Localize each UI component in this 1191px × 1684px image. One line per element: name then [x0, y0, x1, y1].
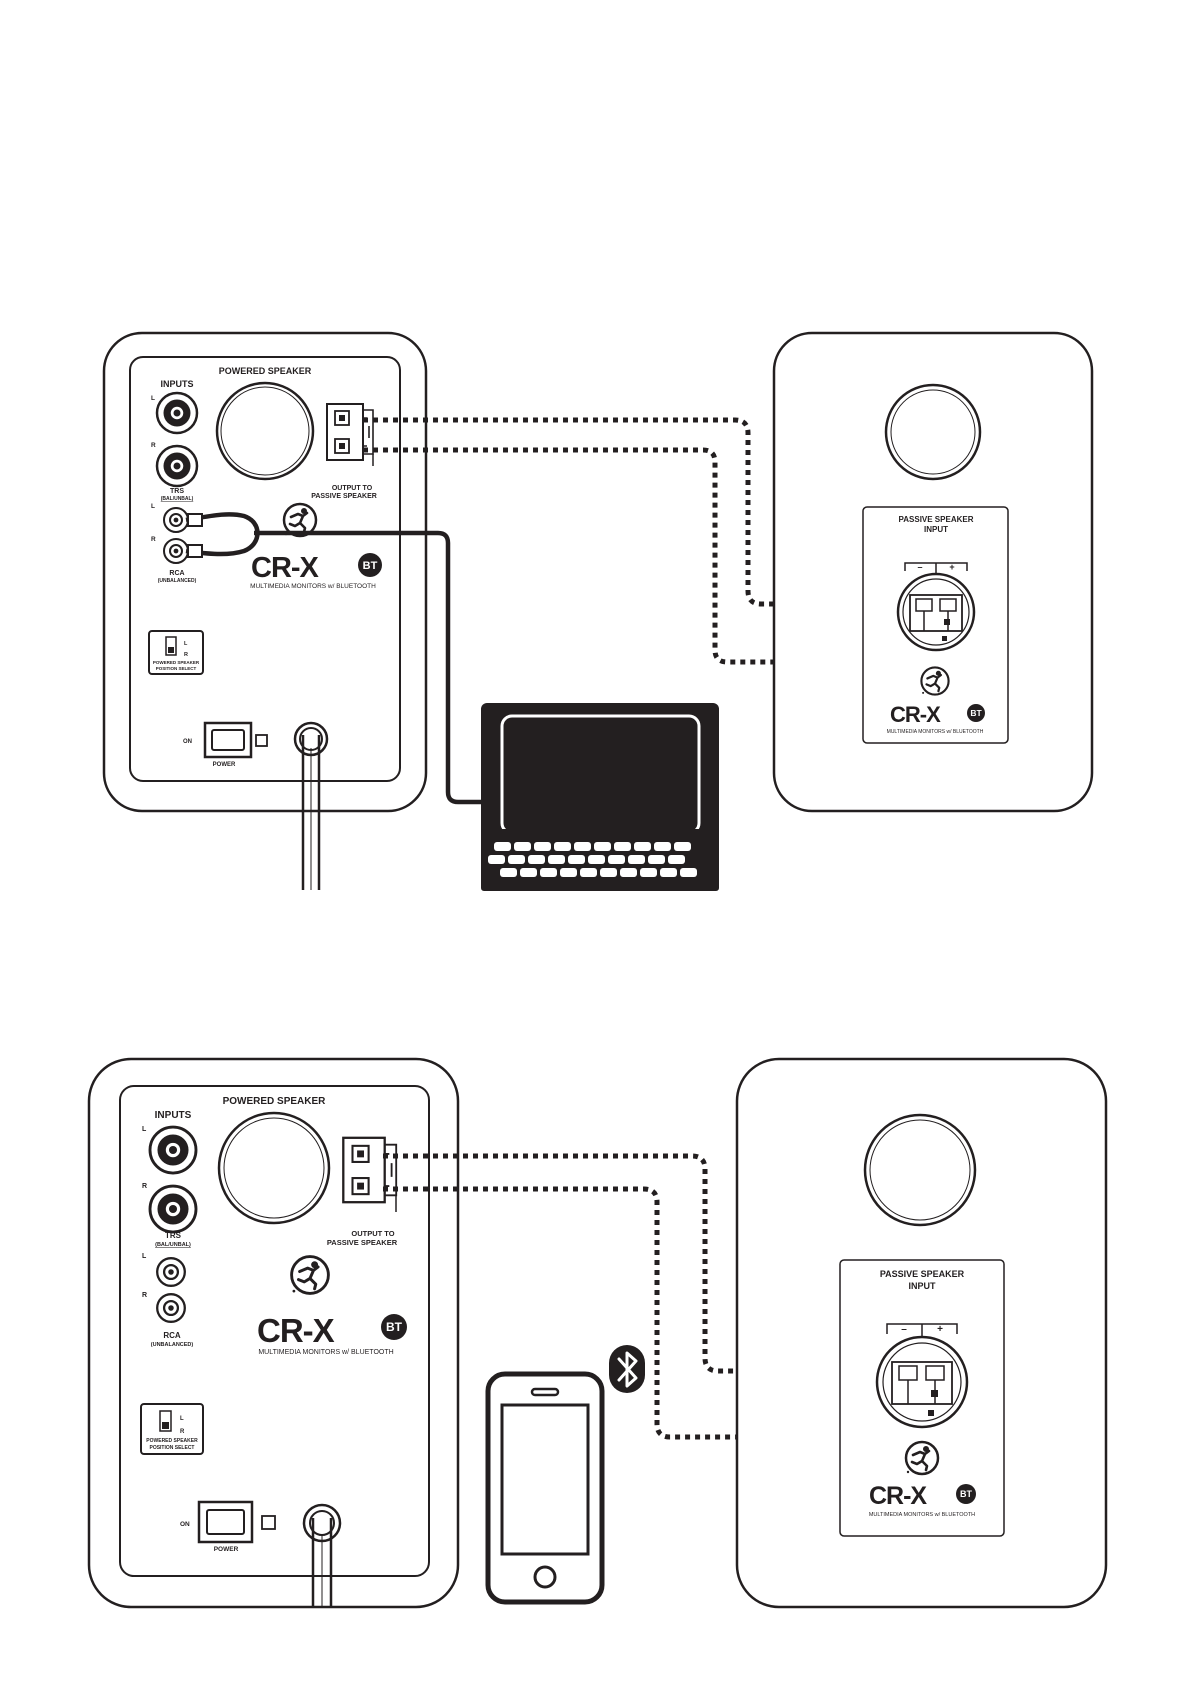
rca-left-label-2: L	[142, 1253, 147, 1260]
brand-tagline: MULTIMEDIA MONITORS w/ BLUETOOTH	[250, 583, 376, 590]
position-l-label: L	[184, 641, 188, 647]
passive-input-label-1: PASSIVE SPEAKER	[899, 515, 974, 524]
brand-tagline-2: MULTIMEDIA MONITORS w/ BLUETOOTH	[258, 1349, 393, 1356]
passive-input-label-2-2: INPUT	[909, 1281, 937, 1291]
passive-brand-name-2: CR-X	[869, 1482, 927, 1510]
on-label: ON	[183, 739, 192, 745]
brand-name: CR-X	[251, 552, 320, 584]
position-r-label: R	[184, 652, 188, 658]
rca-right-label: R	[151, 536, 156, 543]
output-label-1: OUTPUT TO	[332, 485, 373, 492]
powered-speaker-1: POWERED SPEAKER INPUTS L R TRS (BAL/UNBA…	[102, 331, 428, 890]
position-label-1: POWERED SPEAKER	[153, 660, 200, 665]
trs-sub-label-2: (BAL/UNBAL)	[155, 1242, 191, 1248]
rca-sub-label-2: (UNBALANCED)	[151, 1342, 194, 1348]
power-label-2: POWER	[214, 1546, 239, 1553]
powered-speaker-title: POWERED SPEAKER	[219, 366, 312, 376]
rca-sub-label: (UNBALANCED)	[158, 578, 197, 584]
power-cord-2	[302, 1503, 342, 1608]
bluetooth-icon	[609, 1345, 645, 1393]
rca-label: RCA	[169, 570, 184, 577]
rca-left-label: L	[151, 503, 155, 510]
passive-input-label-2: INPUT	[924, 525, 948, 534]
rca-label-2: RCA	[163, 1331, 181, 1340]
power-switch-2: ON POWER	[180, 1500, 276, 1553]
passive-plus-label: +	[949, 562, 954, 572]
output-label-1-2: OUTPUT TO	[351, 1229, 394, 1238]
brand-name-2: CR-X	[257, 1312, 335, 1349]
passive-plus-label-2: +	[937, 1324, 943, 1335]
trs-right-label-2: R	[142, 1183, 147, 1190]
position-label-1-2: POWERED SPEAKER	[146, 1438, 198, 1444]
passive-mackie-logo-icon-2	[904, 1440, 940, 1476]
passive-minus-label-2: –	[901, 1324, 907, 1335]
brand-badge: BT	[363, 560, 378, 572]
passive-brand-tagline: MULTIMEDIA MONITORS w/ BLUETOOTH	[887, 729, 984, 735]
speaker-wire-minus	[363, 417, 911, 607]
power-switch: ON POWER	[183, 721, 268, 768]
brand-lockup-2: CR-X BT MULTIMEDIA MONITORS w/ BLUETOOTH	[257, 1312, 407, 1356]
trs-sub-label: (BAL/UNBAL)	[161, 496, 194, 502]
speaker-wire-plus	[363, 447, 930, 665]
position-label-2-2: POSITION SELECT	[149, 1445, 194, 1451]
rca-cable	[185, 512, 482, 805]
rca-right-jack-2	[156, 1293, 186, 1323]
trs-right-label: R	[151, 442, 156, 449]
on-label-2: ON	[180, 1521, 190, 1528]
woofer-2	[217, 1111, 331, 1225]
output-label-2: PASSIVE SPEAKER	[311, 493, 377, 500]
passive-brand-lockup: CR-X BT MULTIMEDIA MONITORS w/ BLUETOOTH	[887, 702, 985, 735]
scene-wired-laptop: POWERED SPEAKER INPUTS L R TRS (BAL/UNBA…	[102, 331, 1094, 891]
position-select-switch: L R POWERED SPEAKER POSITION SELECT	[148, 630, 204, 675]
passive-woofer-2	[863, 1113, 977, 1227]
trs-left-jack	[155, 391, 199, 435]
powered-speaker-title-2: POWERED SPEAKER	[223, 1096, 327, 1107]
rca-left-jack-2	[156, 1257, 186, 1287]
rca-left-jack	[163, 507, 189, 533]
powered-speaker-2: POWERED SPEAKER INPUTS L R TRS (BAL/UNBA…	[87, 1057, 460, 1609]
rca-right-label-2: R	[142, 1292, 147, 1299]
position-select-switch-2: L R POWERED SPEAKER POSITION SELECT	[140, 1403, 204, 1455]
passive-speaker-2: PASSIVE SPEAKER INPUT – + CR-X BT MULTIM…	[735, 1057, 1108, 1609]
passive-brand-badge: BT	[970, 708, 982, 718]
trs-label-2: TRS	[165, 1231, 182, 1240]
power-cord	[293, 721, 329, 890]
passive-brand-tagline-2: MULTIMEDIA MONITORS w/ BLUETOOTH	[869, 1512, 975, 1518]
trs-right-jack	[155, 444, 199, 488]
passive-brand-lockup-2: CR-X BT MULTIMEDIA MONITORS w/ BLUETOOTH	[869, 1482, 976, 1518]
laptop-icon	[481, 703, 719, 891]
trs-left-label: L	[151, 395, 155, 402]
inputs-label-2: INPUTS	[155, 1110, 192, 1121]
speaker-wire-minus-2	[383, 1153, 907, 1374]
passive-input-terminals	[896, 572, 976, 652]
passive-input-terminals-2	[875, 1335, 969, 1429]
trs-left-label-2: L	[142, 1126, 147, 1133]
trs-left-jack-2	[148, 1125, 198, 1175]
trs-label: TRS	[170, 488, 184, 495]
brand-badge-2: BT	[386, 1320, 403, 1334]
passive-woofer	[884, 383, 982, 481]
output-label-2-2: PASSIVE SPEAKER	[327, 1238, 398, 1247]
mackie-logo-icon-2	[290, 1255, 330, 1295]
passive-input-label-1-2: PASSIVE SPEAKER	[880, 1269, 965, 1279]
passive-brand-badge-2: BT	[960, 1489, 972, 1499]
woofer	[215, 381, 315, 481]
passive-speaker-1: PASSIVE SPEAKER INPUT – + CR-X BT MULTIM…	[772, 331, 1094, 813]
passive-minus-label: –	[917, 562, 922, 572]
power-label: POWER	[213, 762, 236, 768]
speaker-wire-plus-2	[383, 1186, 928, 1440]
smartphone-icon	[485, 1371, 605, 1605]
trs-right-jack-2	[148, 1184, 198, 1234]
brand-lockup: CR-X BT MULTIMEDIA MONITORS w/ BLUETOOTH	[250, 552, 382, 590]
position-r-label-2: R	[180, 1429, 185, 1435]
position-l-label-2: L	[180, 1416, 184, 1422]
passive-mackie-logo-icon	[920, 666, 950, 696]
rca-right-jack	[163, 538, 189, 564]
passive-brand-name: CR-X	[890, 702, 941, 727]
inputs-label: INPUTS	[160, 379, 193, 389]
position-label-2: POSITION SELECT	[156, 666, 197, 671]
scene-bluetooth-phone: POWERED SPEAKER INPUTS L R TRS (BAL/UNBA…	[87, 1057, 1108, 1609]
